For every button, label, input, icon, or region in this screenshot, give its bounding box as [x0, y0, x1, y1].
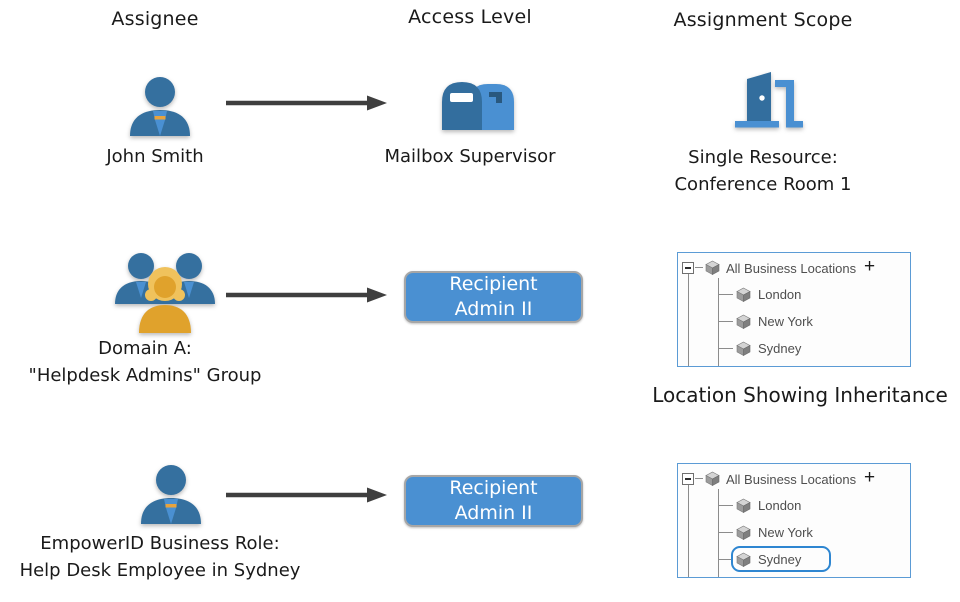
mailbox-icon: [442, 82, 514, 130]
access-button-line2: Admin II: [454, 502, 533, 524]
tree-connector-line: [718, 505, 733, 506]
column-header-assignee: Assignee: [111, 8, 199, 30]
tree-connector-line: [695, 267, 703, 268]
arrow-right-icon: [226, 487, 387, 503]
access-button-line1: Recipient: [449, 477, 538, 499]
access-level-button-row3[interactable]: Recipient Admin II: [404, 475, 583, 527]
building-icon: [736, 341, 751, 356]
scope-label-row1: Single Resource: Conference Room 1: [653, 144, 873, 198]
tree-node-new-york[interactable]: New York: [758, 314, 813, 329]
arrow-right-icon: [226, 287, 387, 303]
building-icon: [736, 552, 751, 567]
door-icon: [735, 72, 803, 128]
tree-connector-line: [688, 274, 689, 366]
tree-node-sydney-selected[interactable]: Sydney: [758, 552, 802, 567]
person-icon: [130, 77, 190, 136]
person-icon: [141, 465, 201, 524]
tree-root-node[interactable]: All Business Locations: [726, 472, 857, 487]
assignee-label-row2-line2: "Helpdesk Admins" Group: [28, 365, 262, 386]
column-header-access-level: Access Level: [408, 6, 532, 28]
plus-icon[interactable]: +: [864, 467, 876, 488]
access-button-line1: Recipient: [449, 273, 538, 295]
tree-root-node[interactable]: All Business Locations: [726, 261, 857, 276]
tree-connector-line: [695, 478, 703, 479]
inheritance-caption: Location Showing Inheritance: [652, 383, 948, 407]
tree-connector-line: [718, 278, 719, 366]
tree-connector-line: [718, 294, 733, 295]
access-button-line2: Admin II: [454, 298, 533, 320]
building-icon: [736, 314, 751, 329]
plus-icon[interactable]: +: [864, 256, 876, 277]
assignee-label-row2: Domain A: "Helpdesk Admins" Group: [0, 335, 290, 389]
assignee-name-row1: John Smith: [106, 146, 204, 167]
tree-node-sydney[interactable]: Sydney: [758, 341, 802, 356]
building-icon: [736, 287, 751, 302]
column-header-assignment-scope: Assignment Scope: [673, 9, 853, 31]
tree-connector-line: [718, 559, 731, 560]
building-icon: [705, 260, 720, 275]
tree-connector-line: [688, 485, 689, 577]
assignee-label-row3-line2: Help Desk Employee in Sydney: [19, 560, 301, 581]
minus-expander-icon[interactable]: [682, 473, 694, 485]
group-icon: [115, 253, 215, 333]
tree-connector-line: [718, 348, 733, 349]
tree-node-new-york[interactable]: New York: [758, 525, 813, 540]
tree-connector-line: [718, 489, 719, 577]
building-icon: [736, 525, 751, 540]
location-tree-selected: All Business Locations + London New York…: [677, 463, 911, 578]
assignee-label-row2-line1: Domain A:: [98, 338, 192, 359]
access-level-button-row2[interactable]: Recipient Admin II: [404, 271, 583, 323]
access-level-name-row1: Mailbox Supervisor: [384, 146, 556, 167]
selected-node-outline: [731, 546, 831, 572]
tree-connector-line: [718, 321, 733, 322]
tree-node-london[interactable]: London: [758, 287, 802, 302]
tree-node-london[interactable]: London: [758, 498, 802, 513]
building-icon: [736, 498, 751, 513]
assignee-label-row3-line1: EmpowerID Business Role:: [40, 533, 280, 554]
arrow-right-icon: [226, 95, 387, 111]
building-icon: [705, 471, 720, 486]
scope-label-row1-line1: Single Resource:: [688, 147, 838, 168]
tree-connector-line: [718, 532, 733, 533]
assignee-label-row3: EmpowerID Business Role: Help Desk Emplo…: [0, 530, 320, 584]
scope-label-row1-line2: Conference Room 1: [674, 174, 852, 195]
minus-expander-icon[interactable]: [682, 262, 694, 274]
location-tree-inherited: All Business Locations + London New York…: [677, 252, 911, 367]
